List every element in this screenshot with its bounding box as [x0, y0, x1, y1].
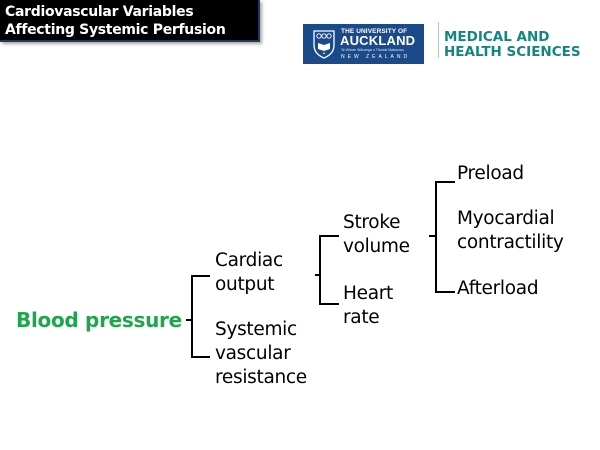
node-blood-pressure: Blood pressure [16, 308, 182, 332]
node-heart-rate: Heart rate [343, 282, 393, 330]
node-line: Systemic [215, 319, 297, 340]
node-line: vascular [215, 343, 291, 364]
slide-title: Cardiovascular Variables Affecting Syste… [0, 0, 260, 42]
university-logo: THE UNIVERSITY OF AUCKLAND Te Whare Wāna… [303, 24, 424, 64]
node-stroke-volume: Stroke volume [343, 211, 410, 259]
logo-line-1: THE UNIVERSITY OF [341, 28, 408, 35]
slide-title-line-2: Affecting Systemic Perfusion [5, 22, 226, 38]
node-afterload: Afterload [457, 277, 539, 301]
node-line: resistance [215, 367, 307, 388]
node-myocardial-contractility: Myocardial contractility [457, 207, 564, 255]
faculty-line-2: HEALTH SCIENCES [444, 44, 581, 60]
faculty-name: MEDICAL AND HEALTH SCIENCES [444, 30, 581, 60]
logo-line-4: NEW ZEALAND [341, 54, 411, 60]
logo-line-2: AUCKLAND [340, 33, 416, 48]
bracket-root [186, 275, 210, 358]
logo-line-3: Te Whare Wānanga o Tāmaki Makaurau [341, 48, 404, 52]
node-line: rate [343, 307, 380, 328]
university-crest-icon [313, 30, 335, 59]
node-line: Stroke [343, 212, 401, 233]
node-preload: Preload [457, 162, 524, 186]
bracket-cardiac-output [315, 235, 339, 305]
node-systemic-vascular-resistance: Systemic vascular resistance [215, 318, 307, 390]
node-line: Cardiac [215, 250, 283, 271]
node-line: Myocardial [457, 208, 555, 229]
logo-divider [438, 22, 439, 58]
slide-title-line-1: Cardiovascular Variables [5, 4, 194, 20]
node-line: Preload [457, 163, 524, 184]
node-line: Heart [343, 283, 393, 304]
node-line: output [215, 274, 275, 295]
node-cardiac-output: Cardiac output [215, 249, 283, 297]
node-line: volume [343, 236, 410, 257]
node-line: Afterload [457, 278, 539, 299]
bracket-stroke-volume [429, 181, 455, 293]
faculty-line-1: MEDICAL AND [444, 29, 550, 45]
node-line: contractility [457, 232, 564, 253]
